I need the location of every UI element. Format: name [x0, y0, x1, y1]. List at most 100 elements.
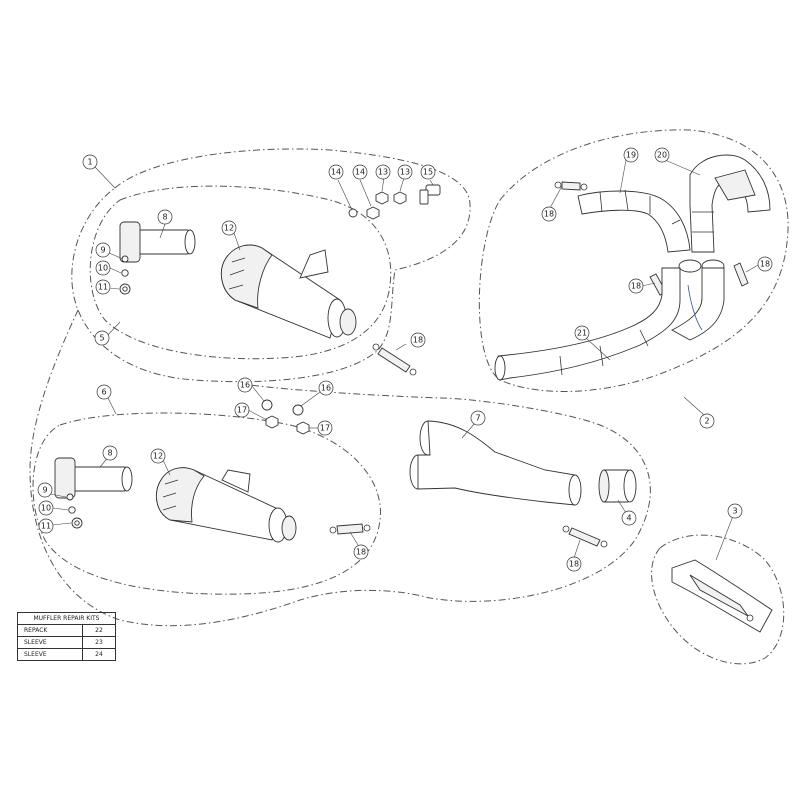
svg-text:4: 4	[626, 514, 631, 523]
callout-9-upper: 9	[95, 242, 111, 258]
svg-text:17: 17	[237, 406, 247, 415]
svg-text:20: 20	[657, 151, 667, 160]
callout-18-f: 18	[757, 256, 773, 272]
callout-4: 4	[621, 510, 637, 526]
svg-text:9: 9	[42, 486, 47, 495]
hardware-13-14-15	[348, 184, 441, 220]
assembly-1-outline-lower	[29, 309, 651, 627]
callout-11-upper: 11	[95, 279, 111, 295]
part-7-y-pipe	[409, 420, 582, 506]
svg-text:12: 12	[224, 224, 234, 233]
callout-18-b: 18	[353, 544, 369, 560]
callout-16-b: 16	[318, 380, 334, 396]
callout-10-lower: 10	[38, 500, 54, 516]
svg-text:2: 2	[704, 417, 709, 426]
callout-5: 5	[94, 330, 110, 346]
svg-text:11: 11	[98, 283, 108, 292]
leader-lines	[49, 159, 761, 561]
callout-12-lower: 12	[150, 448, 166, 464]
muffler-repair-kits-table: MUFFLER REPAIR KITS REPACK 22 SLEEVE 23 …	[17, 612, 116, 661]
spring-18-c	[562, 525, 608, 548]
svg-text:13: 13	[378, 168, 388, 177]
callout-3: 3	[727, 503, 743, 519]
svg-text:21: 21	[577, 329, 587, 338]
callout-18-a: 18	[410, 332, 426, 348]
callout-15: 15	[420, 164, 436, 180]
callout-18-d: 18	[541, 206, 557, 222]
callout-16-a: 16	[237, 377, 253, 393]
callout-2: 2	[699, 413, 715, 429]
hardware-16-17	[261, 399, 310, 435]
svg-text:16: 16	[321, 384, 331, 393]
callout-17-a: 17	[234, 402, 250, 418]
repair-kits-title: MUFFLER REPAIR KITS	[17, 612, 116, 625]
table-row: REPACK 22	[17, 624, 116, 637]
part-3-heat-shield	[671, 559, 773, 633]
svg-text:18: 18	[356, 548, 366, 557]
callout-8-lower: 8	[102, 445, 118, 461]
svg-text:18: 18	[569, 560, 579, 569]
assembly-5-outline	[89, 185, 392, 360]
callout-19: 19	[623, 147, 639, 163]
svg-text:18: 18	[631, 282, 641, 291]
svg-text:14: 14	[331, 168, 341, 177]
svg-text:19: 19	[626, 151, 636, 160]
kit-label: SLEEVE	[17, 648, 83, 661]
svg-text:12: 12	[153, 452, 163, 461]
callout-9-lower: 9	[37, 482, 53, 498]
callout-14-b: 14	[352, 164, 368, 180]
svg-text:5: 5	[99, 334, 104, 343]
callout-12-upper: 12	[221, 220, 237, 236]
svg-text:8: 8	[162, 213, 167, 222]
part-19-header-pipe	[577, 189, 691, 253]
part-8-sleeve-upper	[119, 221, 196, 263]
callout-18-c: 18	[566, 556, 582, 572]
table-row: SLEEVE 24	[17, 648, 116, 661]
svg-text:17: 17	[320, 424, 330, 433]
kit-number: 24	[82, 648, 116, 661]
assembly-1-outline	[71, 148, 471, 383]
assembly-6-outline	[32, 412, 381, 595]
callout-11-lower: 11	[38, 518, 54, 534]
spring-18-d	[554, 181, 588, 191]
callout-20: 20	[654, 147, 670, 163]
svg-text:1: 1	[87, 158, 92, 167]
svg-text:8: 8	[107, 449, 112, 458]
kit-label: SLEEVE	[17, 636, 83, 649]
kit-label: REPACK	[17, 624, 83, 637]
callout-18-e: 18	[628, 278, 644, 294]
spring-18-f	[733, 262, 749, 287]
spring-18-a	[372, 343, 417, 376]
svg-text:15: 15	[423, 168, 433, 177]
svg-text:18: 18	[760, 260, 770, 269]
spring-18-b	[329, 523, 371, 535]
svg-text:11: 11	[41, 522, 51, 531]
assembly-3-outline	[651, 534, 785, 665]
callout-14-a: 14	[328, 164, 344, 180]
hardware-9-10-11-lower	[66, 493, 83, 529]
table-row: SLEEVE 23	[17, 636, 116, 649]
svg-text:13: 13	[400, 168, 410, 177]
part-8-sleeve-lower	[54, 457, 133, 499]
svg-text:18: 18	[413, 336, 423, 345]
callout-8-upper: 8	[157, 209, 173, 225]
kit-number: 23	[82, 636, 116, 649]
part-12-muffler-upper	[220, 244, 357, 339]
svg-text:16: 16	[240, 381, 250, 390]
assembly-2-outline	[478, 129, 789, 392]
svg-text:9: 9	[100, 246, 105, 255]
part-21-link-pipe	[494, 259, 725, 381]
callout-10-upper: 10	[95, 260, 111, 276]
svg-text:6: 6	[101, 388, 106, 397]
part-4-clamp-sleeve	[598, 469, 637, 503]
svg-text:14: 14	[355, 168, 365, 177]
svg-text:10: 10	[41, 504, 51, 513]
callout-7: 7	[470, 410, 486, 426]
part-20-header-pipe	[689, 154, 771, 253]
kit-number: 22	[82, 624, 116, 637]
callout-17-b: 17	[317, 420, 333, 436]
svg-text:3: 3	[732, 507, 737, 516]
svg-text:7: 7	[475, 414, 480, 423]
